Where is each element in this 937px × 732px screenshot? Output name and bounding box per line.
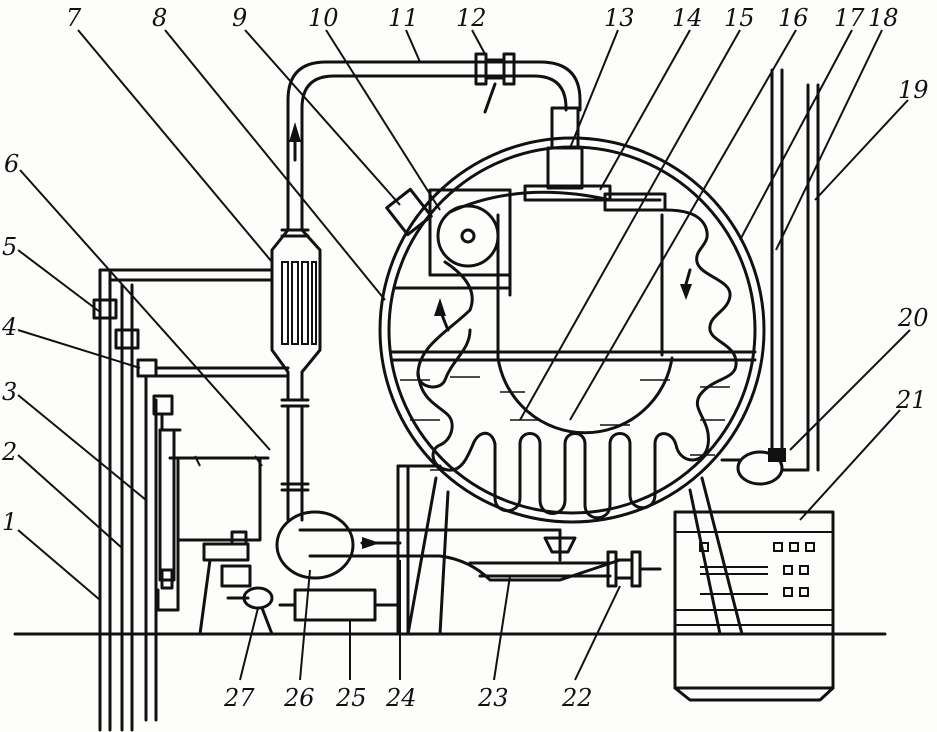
upflow-arrow xyxy=(289,122,301,142)
connecting-lines xyxy=(136,358,290,402)
reservoir-tank xyxy=(168,455,270,542)
label-21: 21 xyxy=(895,386,927,414)
return-pipe xyxy=(468,528,612,578)
label-22: 22 xyxy=(561,684,593,712)
label-9: 9 xyxy=(232,4,247,32)
label-20: 20 xyxy=(897,304,929,332)
control-panel xyxy=(673,510,835,702)
filter-box xyxy=(278,588,400,622)
bottom-valve xyxy=(606,550,662,588)
sight-window xyxy=(385,187,433,237)
label-7: 7 xyxy=(66,4,82,32)
label-15: 15 xyxy=(724,4,755,32)
label-12: 12 xyxy=(456,4,487,32)
condenser xyxy=(270,228,322,408)
label-26: 26 xyxy=(283,684,315,712)
label-11: 11 xyxy=(388,4,419,32)
label-10: 10 xyxy=(308,4,339,32)
top-valve xyxy=(474,52,516,114)
label-23: 23 xyxy=(477,684,509,712)
downcomer-pipe xyxy=(280,404,310,522)
label-14: 14 xyxy=(672,4,703,32)
part-labels: 1 2 3 4 5 6 7 8 9 10 11 12 13 14 15 16 1… xyxy=(1,4,929,712)
top-nozzle xyxy=(523,106,667,212)
flow-arrows xyxy=(434,268,692,332)
motor-housing xyxy=(393,188,512,297)
top-pipe xyxy=(286,60,582,232)
label-8: 8 xyxy=(152,4,167,32)
pulley-wheel xyxy=(436,204,500,268)
pump xyxy=(275,510,622,582)
label-2: 2 xyxy=(1,438,17,466)
label-18: 18 xyxy=(868,4,899,32)
label-25: 25 xyxy=(335,684,367,712)
label-24: 24 xyxy=(385,684,417,712)
leader-lines xyxy=(17,29,911,681)
heating-coil xyxy=(416,208,738,520)
gauge-columns xyxy=(92,268,274,732)
dosing-pump xyxy=(198,530,274,636)
label-3: 3 xyxy=(2,378,17,406)
label-27: 27 xyxy=(223,684,255,712)
label-1: 1 xyxy=(2,508,17,536)
column-sensor xyxy=(768,448,786,462)
label-6: 6 xyxy=(4,150,19,178)
label-17: 17 xyxy=(834,4,865,32)
label-16: 16 xyxy=(778,4,809,32)
right-column xyxy=(720,68,820,486)
label-13: 13 xyxy=(604,4,635,32)
drive-belt xyxy=(443,190,662,312)
label-5: 5 xyxy=(2,233,17,261)
label-19: 19 xyxy=(898,76,929,104)
level-tube xyxy=(152,394,182,612)
inner-drum xyxy=(496,356,674,435)
label-4: 4 xyxy=(1,313,17,341)
